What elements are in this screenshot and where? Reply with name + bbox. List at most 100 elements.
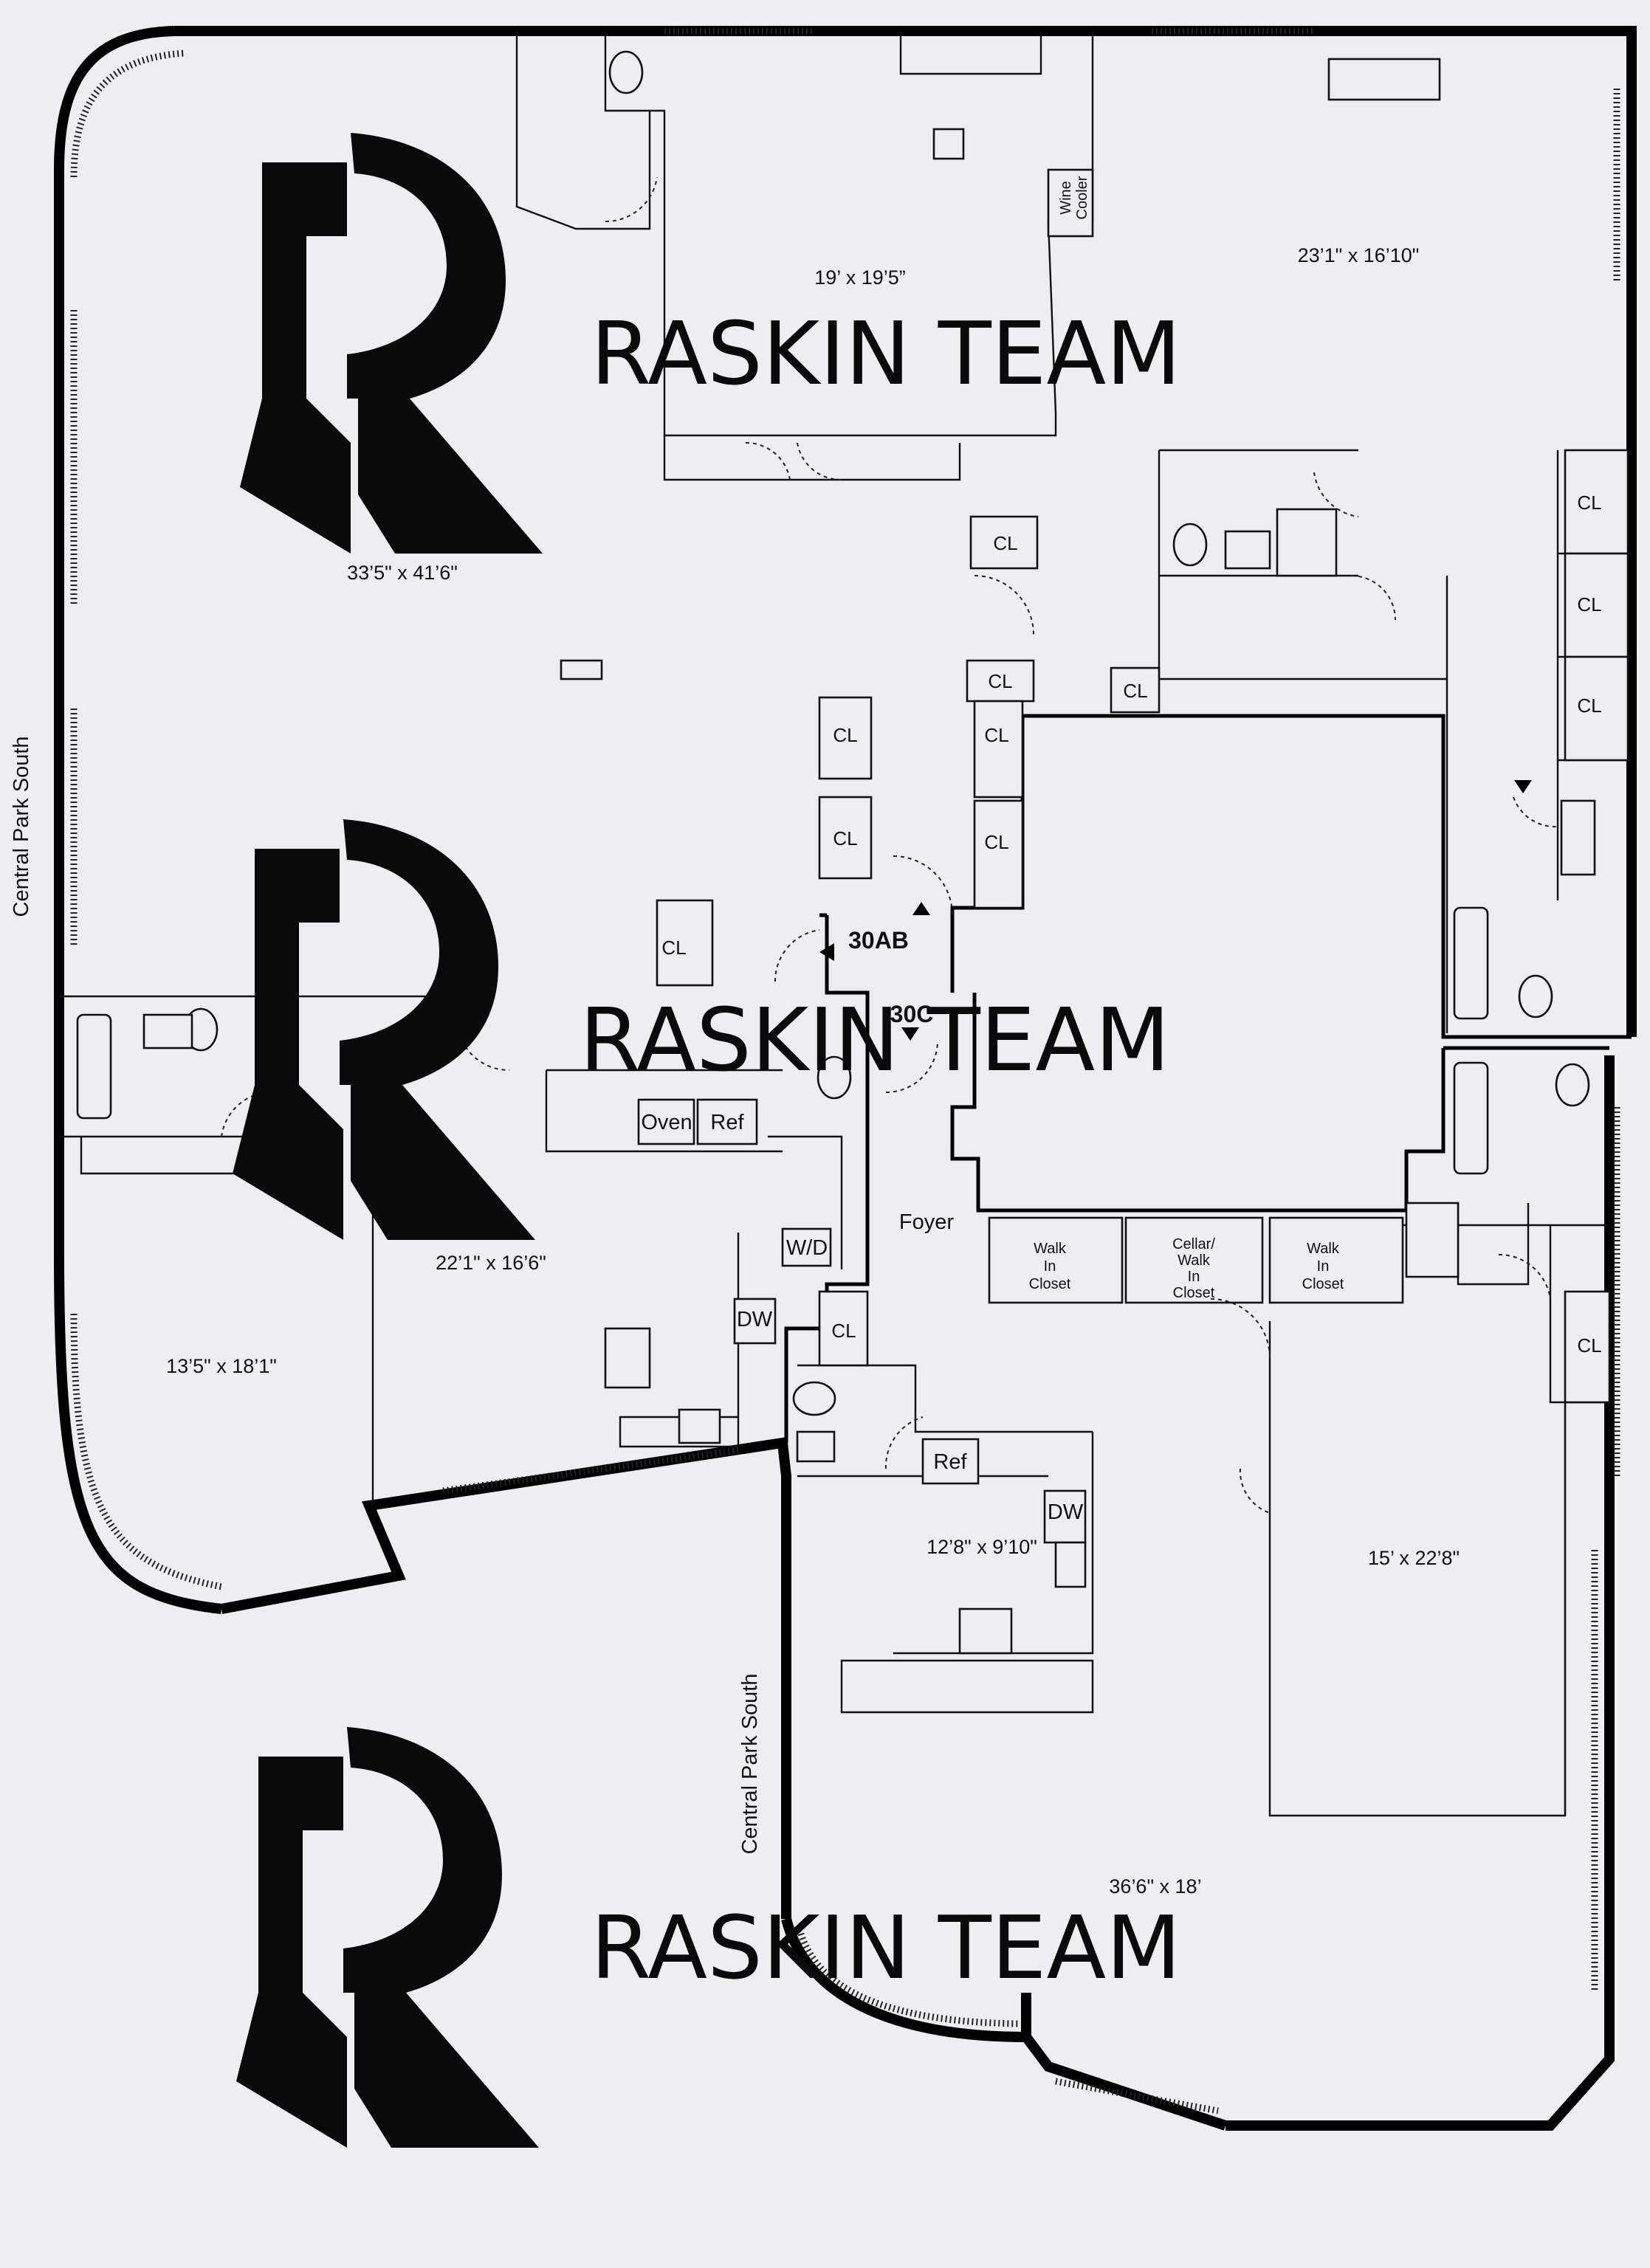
ref-label: Ref <box>710 1111 744 1134</box>
closet-label: CL <box>984 831 1008 853</box>
toilet <box>817 1055 852 1100</box>
sink <box>1054 1541 1087 1588</box>
walk-in-closet-label: Closet <box>1029 1276 1071 1292</box>
closet-label: CL <box>1577 1334 1601 1357</box>
sink <box>142 1013 193 1049</box>
cooktop <box>958 1607 1013 1655</box>
r-monogram-logo <box>236 1727 539 2148</box>
cellar-closet-label: In <box>1188 1269 1200 1285</box>
closet-label: CL <box>988 670 1012 692</box>
unit-label-30c: 30C <box>890 1001 934 1027</box>
exterior-walls <box>54 26 1637 2131</box>
fireplace <box>1327 58 1441 101</box>
unit-label-30ab: 30AB <box>848 927 909 954</box>
closet-label: CL <box>661 937 686 959</box>
cellar-closet-label: Closet <box>1173 1285 1215 1301</box>
closet-box <box>1564 449 1629 555</box>
washer-dryer-label: W/D <box>786 1236 828 1260</box>
ref-label: Ref <box>933 1450 967 1474</box>
oven-box <box>637 1098 695 1145</box>
toilet <box>792 1381 836 1416</box>
column <box>932 128 965 160</box>
entry-arrow-icon <box>912 902 930 915</box>
toilet <box>1518 974 1553 1018</box>
entry-arrow-icon <box>819 943 834 961</box>
closet-box <box>818 696 873 780</box>
walk-in-closet-label: In <box>1317 1258 1330 1275</box>
closet-label: CL <box>1577 593 1601 616</box>
sink <box>1224 530 1271 570</box>
closet-box <box>966 659 1035 703</box>
room-dimension: 23’1" x 16’10" <box>1298 244 1420 266</box>
cooktop <box>604 1327 651 1389</box>
closet-box <box>1564 1290 1611 1404</box>
oven-label: Oven <box>641 1111 692 1134</box>
vent <box>560 659 603 680</box>
closet-label: CL <box>1577 694 1601 717</box>
bathtub <box>76 1013 112 1120</box>
closet-box <box>656 899 714 987</box>
r-monogram-logo <box>240 133 543 554</box>
brand-watermark: RASKIN TEAM <box>580 989 1170 1091</box>
closet-box <box>973 700 1024 799</box>
closet-box <box>1564 655 1629 762</box>
sink <box>796 1430 836 1463</box>
toilet <box>1172 523 1208 567</box>
wine-cooler-box <box>1047 168 1094 238</box>
closet-box <box>818 1290 869 1367</box>
toilet <box>608 50 644 94</box>
closet-box <box>969 515 1039 570</box>
dishwasher-label: DW <box>1048 1500 1084 1524</box>
vanity <box>1405 1202 1460 1278</box>
bathtub <box>1453 906 1489 1020</box>
closet-box <box>1564 552 1629 658</box>
room-dimension: 15’ x 22’8" <box>1368 1547 1460 1569</box>
sink <box>1560 799 1596 876</box>
closet-label: CL <box>1123 680 1147 702</box>
r-monogram-logo <box>233 819 535 1240</box>
walk-in-closet-box <box>988 1216 1124 1304</box>
closet-box <box>973 799 1024 909</box>
room-dimension: 22’1" x 16’6" <box>436 1252 546 1274</box>
wine-cooler-label: Cooler <box>1074 176 1090 219</box>
walk-in-closet-label: Closet <box>1302 1276 1344 1292</box>
entry-arrow-icon <box>901 1027 919 1041</box>
walk-in-closet-label: In <box>1044 1258 1056 1275</box>
closet-label: CL <box>993 532 1017 554</box>
ref-box <box>696 1098 758 1145</box>
room-dimension: 13’5" x 18’1" <box>166 1355 277 1377</box>
toilet <box>1555 1063 1590 1107</box>
room-dimension: 12’8" x 9’10" <box>927 1536 1037 1558</box>
street-label-south: Central Park South <box>738 1673 762 1854</box>
fixtures <box>76 50 1629 1655</box>
ref-box <box>921 1438 980 1485</box>
brand-watermark: RASKIN TEAM <box>591 303 1181 404</box>
shower <box>1276 508 1338 577</box>
direction-arrow-icon <box>1514 780 1532 793</box>
room-dimension: 19’ x 19’5” <box>814 266 906 289</box>
closet-box <box>1110 666 1161 714</box>
windows <box>70 27 1620 2114</box>
washer-dryer-box <box>781 1227 832 1267</box>
room-dimension: 33’5" x 41’6" <box>347 562 458 584</box>
closet-label: CL <box>833 724 857 746</box>
foyer-label: Foyer <box>899 1210 954 1234</box>
brand-watermark: RASKIN TEAM <box>591 1897 1181 1999</box>
closet-box <box>818 796 873 880</box>
dishwasher-box <box>1043 1489 1087 1544</box>
cellar-closet-label: Walk <box>1178 1252 1211 1269</box>
closet-label: CL <box>831 1320 856 1342</box>
sink <box>678 1408 721 1444</box>
closet-label: CL <box>1577 492 1601 514</box>
walk-in-closet-label: Walk <box>1307 1241 1340 1257</box>
cellar-closet-box <box>1124 1216 1264 1304</box>
dishwasher-label: DW <box>737 1308 773 1331</box>
walk-in-closet-box <box>1268 1216 1404 1304</box>
room-dimension: 36’6" x 18’ <box>1109 1875 1201 1898</box>
closet-label: CL <box>984 724 1008 746</box>
wine-cooler-label: Wine <box>1058 181 1074 215</box>
bathtub <box>1453 1061 1489 1175</box>
cellar-closet-label: Cellar/ <box>1172 1236 1215 1252</box>
street-label-west: Central Park South <box>10 736 33 917</box>
